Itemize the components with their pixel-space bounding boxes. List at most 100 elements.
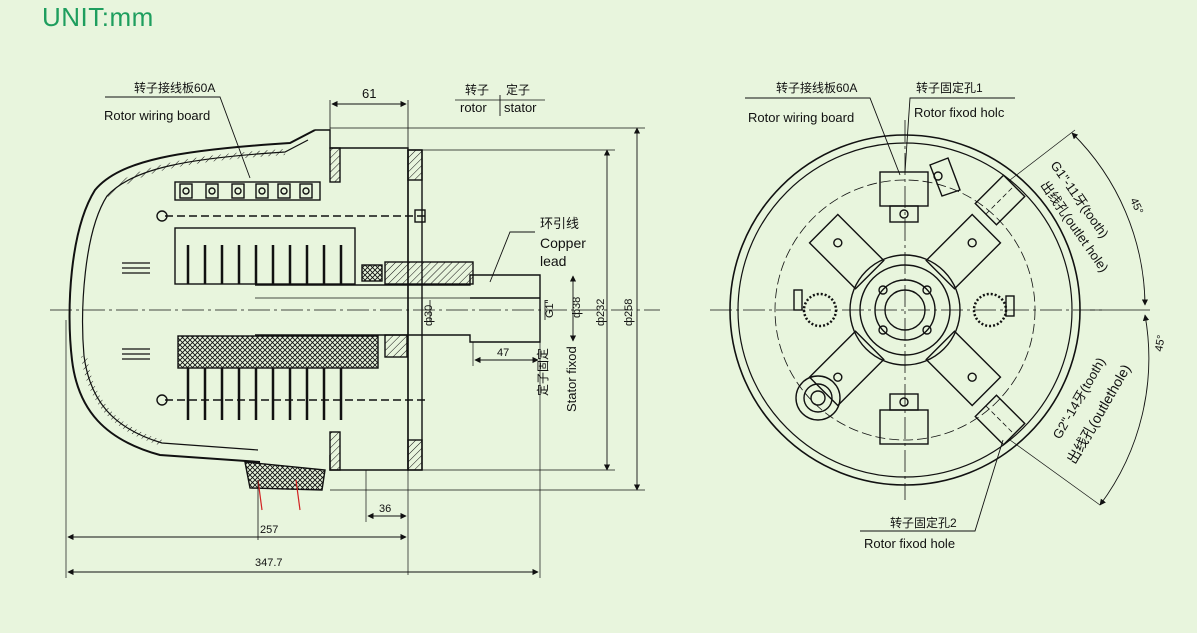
front-view <box>710 97 1150 532</box>
top-terminal-base <box>889 205 919 223</box>
bottom-terminal-screw <box>899 397 909 407</box>
stator-fixed-en: Stator fixod <box>564 346 579 412</box>
flange-hatch-2 <box>329 431 341 471</box>
outer-housing <box>68 129 316 463</box>
stator-cn-label: 定子 <box>506 82 530 97</box>
rotor-fix-hole-2 <box>795 375 841 421</box>
outlet-hole-g2 <box>974 394 1026 446</box>
copper-lead-cn: 环引线 <box>540 216 579 231</box>
stator-fixed-cn: 定子固定 <box>535 348 550 396</box>
fix-hole-2-cn: 转子固定孔2 <box>890 515 957 530</box>
dim-61-label: 61 <box>362 86 376 101</box>
dim-phi232-label: ф232 <box>595 299 607 326</box>
leader-fix-hole-1 <box>904 97 1015 173</box>
top-terminal-block <box>879 171 929 207</box>
g2-ext-line <box>1009 439 1101 506</box>
stator-flange <box>315 129 409 471</box>
brush-arm-se <box>925 330 1002 407</box>
seal-block <box>361 264 383 282</box>
front-view-labels: 转子接线板60A Rotor wiring board 转子固定孔1 Rotor… <box>748 80 1168 551</box>
rotor-fix-hole-2-inner <box>803 383 833 413</box>
housing-hatch-top <box>104 149 286 199</box>
plate-hatch-1 <box>407 149 423 181</box>
plate-hatch-2 <box>407 439 423 471</box>
fix-hole-2-en: Rotor fixod hole <box>864 536 955 551</box>
tie-nut-3 <box>414 209 426 223</box>
hub-hole-1 <box>878 285 888 295</box>
hub-hole-4 <box>922 325 932 335</box>
angle-arc-2 <box>1099 314 1150 506</box>
brush-arm-nw <box>808 213 885 290</box>
side-wiring-board-cn: 转子接线板60A <box>134 80 215 95</box>
wiring-board <box>174 181 321 201</box>
right-clamp <box>1005 295 1015 317</box>
red-mark-2 <box>295 479 301 511</box>
side-view-labels: 转子接线板60A Rotor wiring board 61 转子 定子 rot… <box>104 80 635 569</box>
left-clamp <box>793 289 803 311</box>
dim-36-label: 36 <box>379 503 391 515</box>
angle-label-2: 45° <box>1153 334 1168 352</box>
rotor-cn-label: 转子 <box>465 82 489 97</box>
copper-lead-en-1: Copper <box>540 235 586 251</box>
leader-front-wiring <box>745 97 901 176</box>
flange-hatch-1 <box>329 147 341 183</box>
ring-plates-upper <box>186 245 343 284</box>
dim-phi30-label: ф30 <box>423 305 435 326</box>
leader-wiring-board <box>105 96 251 179</box>
ring-stack-upper <box>174 227 356 285</box>
housing-hatch-bottom <box>81 355 163 446</box>
hub-inner <box>874 279 936 341</box>
red-mark-1 <box>257 479 263 511</box>
tie-nut-1 <box>156 210 168 222</box>
hub-hole-2 <box>922 285 932 295</box>
side-view <box>50 95 660 578</box>
outlet-hole-g1 <box>974 174 1026 226</box>
top-terminal-screw <box>899 209 909 219</box>
g1-ext-line <box>1009 129 1076 181</box>
terminal-row <box>179 183 313 199</box>
fix-hole-1-cn: 转子固定孔1 <box>916 80 983 95</box>
hub-outer <box>849 254 961 366</box>
copper-lead-en-2: lead <box>540 253 566 269</box>
brush-arm-ne <box>925 213 1002 290</box>
ring-plates-lower <box>186 368 343 420</box>
front-wiring-board-en: Rotor wiring board <box>748 110 854 125</box>
brush-arm-sw <box>808 330 885 407</box>
rotor-fix-hole-1 <box>929 157 961 197</box>
cable-gland <box>244 461 326 491</box>
side-wiring-board-en: Rotor wiring board <box>104 108 210 123</box>
leader-copper-lead <box>489 231 535 283</box>
ring-stack-hatched <box>177 335 379 369</box>
rotor-fix-hole-1-pin <box>933 171 943 181</box>
rotor-en-label: rotor <box>460 100 487 115</box>
bolt-circle <box>774 179 1036 441</box>
dim-347-label: 347.7 <box>255 557 283 569</box>
hub-hole-3 <box>878 325 888 335</box>
shaft-collar-top <box>384 261 474 285</box>
rotor-fix-hole-2-core <box>810 390 826 406</box>
dim-phi38-label: ф38 <box>571 297 583 318</box>
dim-g1-label: G1" <box>544 299 556 318</box>
left-gear <box>802 292 838 328</box>
fix-hole-1-en: Rotor fixod holc <box>914 105 1005 120</box>
shaft-collar-bottom <box>384 334 408 358</box>
unit-label: UNIT:mm <box>42 2 154 32</box>
dim-47-label: 47 <box>497 347 509 359</box>
angle-label-1: 45° <box>1127 196 1145 216</box>
dim-257-label: 257 <box>260 524 278 536</box>
outer-ring-inner <box>737 142 1073 478</box>
hub-bore <box>884 289 926 331</box>
front-wiring-board-cn: 转子接线板60A <box>776 80 857 95</box>
rotor-shaft <box>255 274 541 343</box>
hub-mid <box>859 264 951 356</box>
dim-phi258-label: ф258 <box>623 299 635 326</box>
tie-nut-2 <box>156 394 168 406</box>
left-marks <box>122 262 150 360</box>
bottom-terminal-base <box>889 393 919 411</box>
stator-en-label: stator <box>504 100 537 115</box>
angle-arc-1 <box>1071 132 1149 306</box>
outer-ring <box>729 134 1081 486</box>
leader-fix-hole-2 <box>860 439 1004 532</box>
